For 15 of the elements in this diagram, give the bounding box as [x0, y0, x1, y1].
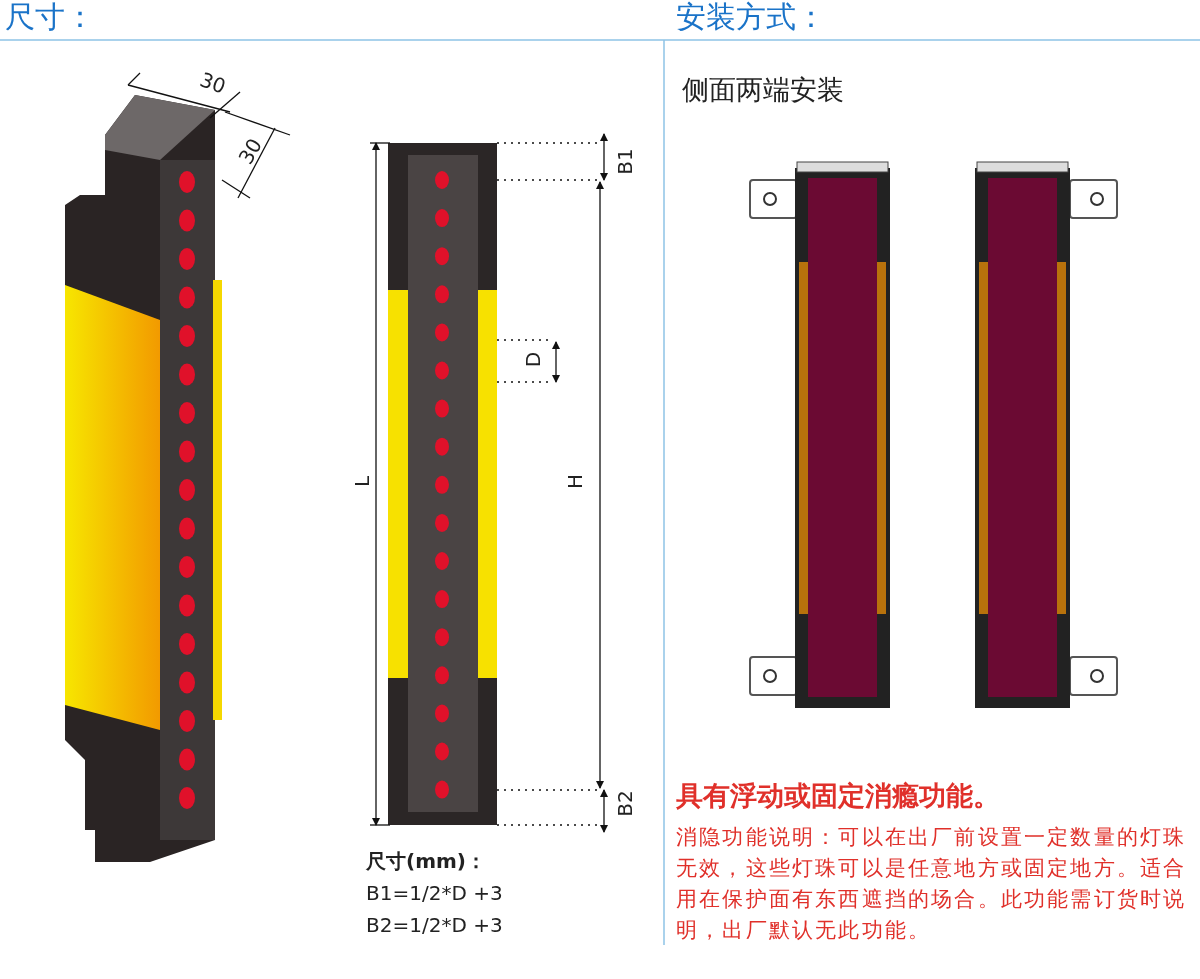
- dimension-label: B1: [613, 148, 637, 175]
- dimension-label: L: [351, 475, 375, 488]
- feature-heading: 具有浮动或固定消瘾功能。: [676, 780, 1000, 812]
- dimension-value: 30: [234, 134, 268, 169]
- mounting-caption: 侧面两端安装: [682, 74, 844, 106]
- feature-description: 消隐功能说明：可以在出厂前设置一定数量的灯珠无效，这些灯珠可以是任意地方或固定地方。适合用在保护面有东西遮挡的场合。此功能需订货时说明，出厂默认无此功能。: [676, 824, 1188, 944]
- dimension-value: 30: [196, 68, 229, 99]
- section-heading: 安装方式：: [676, 0, 826, 35]
- dimension-label: D: [522, 351, 546, 368]
- dimension-label: H: [564, 474, 587, 489]
- formula: B1=1/2*D +3: [366, 882, 503, 905]
- section-heading: 尺寸：: [5, 0, 95, 35]
- dimension-label: B2: [613, 790, 637, 817]
- formula-heading: 尺寸(mm)：: [366, 850, 486, 873]
- formula: B2=1/2*D +3: [366, 914, 503, 937]
